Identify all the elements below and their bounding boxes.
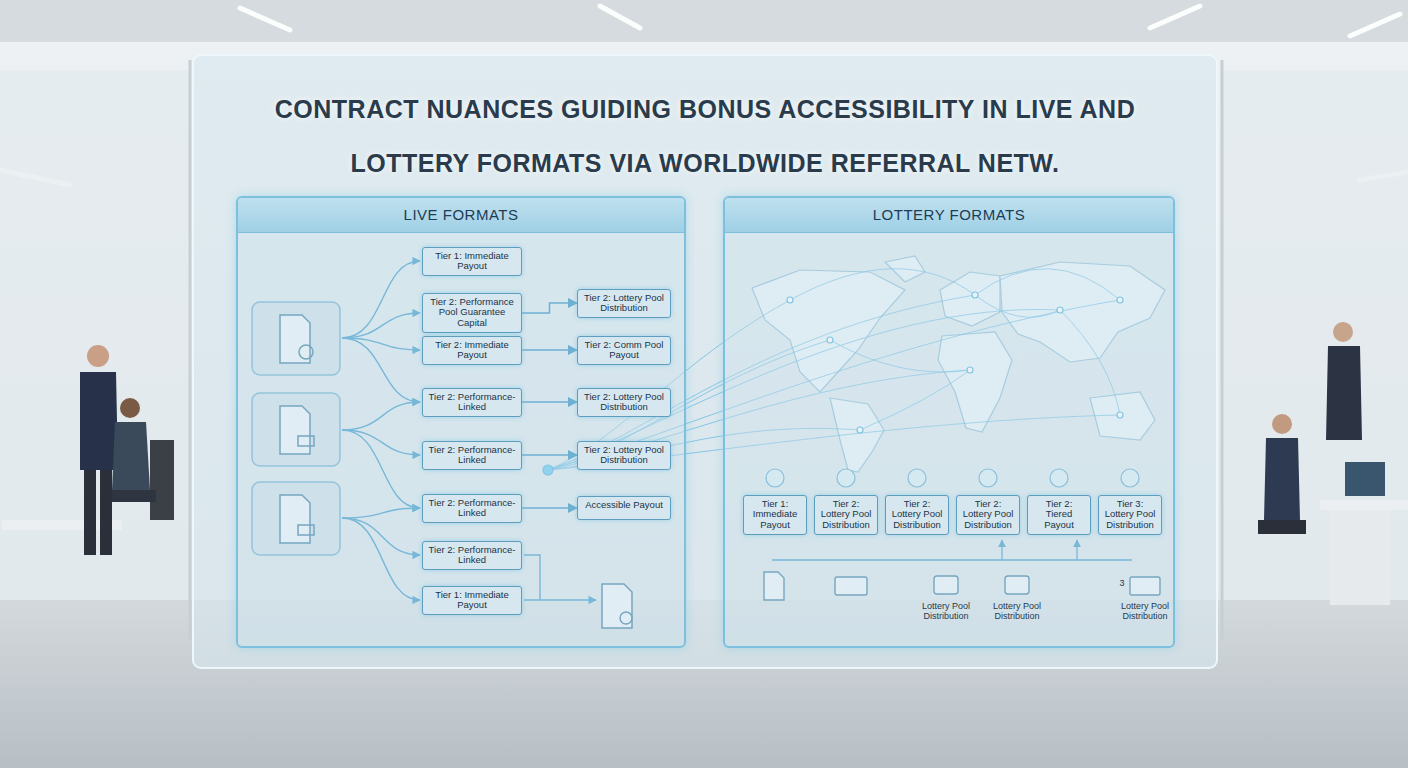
tier-box: Tier 2: Lottery Pool Distribution [577,289,671,318]
glass-panel [193,55,1217,668]
leg [84,470,96,555]
tier-box: Tier 3: Lottery Pool Distribution [1098,495,1162,535]
tier-label: Tier 2: Lottery Pool Distribution [582,293,666,314]
tier-label: Tier 2: Lottery Pool Distribution [961,499,1015,530]
head [120,398,140,418]
person-standing-right [1326,322,1362,440]
icon-caption: Lottery Pool Distribution [906,602,986,622]
glass-frame [1221,60,1224,640]
monitor [1345,462,1385,496]
lap [112,490,156,502]
tier-box: Tier 1: Immediate Payout [422,247,522,276]
tier-label: Tier 3: Lottery Pool Distribution [1103,499,1157,530]
tier-label: Tier 2: Comm Pool Payout [582,340,666,361]
lap [1258,520,1306,534]
glass-office-left [0,70,190,600]
body [1326,346,1362,440]
tier-label: Tier 2: Lottery Pool Distribution [819,499,873,530]
person-sitting-right [1258,414,1385,534]
format-panel: LOTTERY FORMATS Tier 1: Immediate Payout T… [723,196,1175,648]
tier-label: Accessible Payout [582,500,666,510]
tier-box: Tier 2: Immediate Payout [422,336,522,365]
head [87,345,109,367]
tier-label: Tier 1: Immediate Payout [748,499,802,530]
tier-box: Tier 2: Comm Pool Payout [577,336,671,365]
tier-label: Tier 2: Immediate Payout [427,340,517,361]
tier-label: Tier 2: Lottery Pool Distribution [582,392,666,413]
leg [100,470,112,555]
diagram-title: CONTRACT NUANCES GUIDING BONUS ACCESSIBI… [233,82,1177,190]
tier-label: Tier 2: Performance-Linked [427,392,517,413]
tier-box: Tier 2: Lottery Pool Distribution [577,441,671,470]
ceiling-light [1350,14,1400,36]
tier-box: Accessible Payout [577,496,671,520]
ceiling-light [1150,6,1200,28]
tier-box: Tier 2: Lottery Pool Distribution [814,495,878,535]
chair [150,440,174,520]
icon-caption: Lottery Pool Distribution [977,602,1057,622]
ceiling-light [240,8,290,30]
tier-label: Tier 2: Performance-Linked [427,445,517,466]
tier-label: Tier 2: Performance-Linked [427,545,517,566]
tier-label: Tier 2: Performance-Linked [427,498,517,519]
person-standing [80,345,118,555]
ceiling-light [600,6,640,28]
glass-frame [189,60,192,640]
tier-box: Tier 2: Lottery Pool Distribution [577,388,671,417]
tier-box: Tier 2: Performance-Linked [422,441,522,470]
tier-box: Tier 1: Immediate Payout [743,495,807,535]
panel-heading: LIVE FORMATS [238,198,684,233]
ceiling [0,0,1408,42]
desk [1320,500,1408,510]
tier-box: Tier 2: Tiered Payout [1027,495,1091,535]
callout-number: 3 [1115,579,1129,589]
body [80,372,118,470]
body [1264,438,1300,520]
tier-box: Tier 1: Immediate Payout [422,586,522,615]
tier-label: Tier 2: Lottery Pool Distribution [582,445,666,466]
tier-label: Tier 2: Lottery Pool Distribution [890,499,944,530]
tier-box: Tier 2: Performance-Linked [422,541,522,570]
tier-label: Tier 2: Tiered Payout [1032,499,1086,530]
head [1272,414,1292,434]
format-panel: LIVE FORMATSTier 1: Immediate PayoutTier… [236,196,686,648]
tier-label: Tier 2: Performance Pool Guarantee Capit… [427,297,517,328]
tier-box: Tier 2: Performance Pool Guarantee Capit… [422,293,522,333]
panel-heading: LOTTERY FORMATS [725,198,1173,233]
tier-label: Tier 1: Immediate Payout [427,251,517,272]
icon-caption: Lottery Pool Distribution [1113,602,1177,622]
tier-box: Tier 2: Performance-Linked [422,388,522,417]
tier-box: Tier 2: Lottery Pool Distribution [885,495,949,535]
head [1333,322,1353,342]
cabinet [1330,510,1390,605]
body [112,422,150,490]
tier-box: Tier 2: Lottery Pool Distribution [956,495,1020,535]
tier-box: Tier 2: Performance-Linked [422,494,522,523]
tier-label: Tier 1: Immediate Payout [427,590,517,611]
person-sitting [112,398,174,520]
